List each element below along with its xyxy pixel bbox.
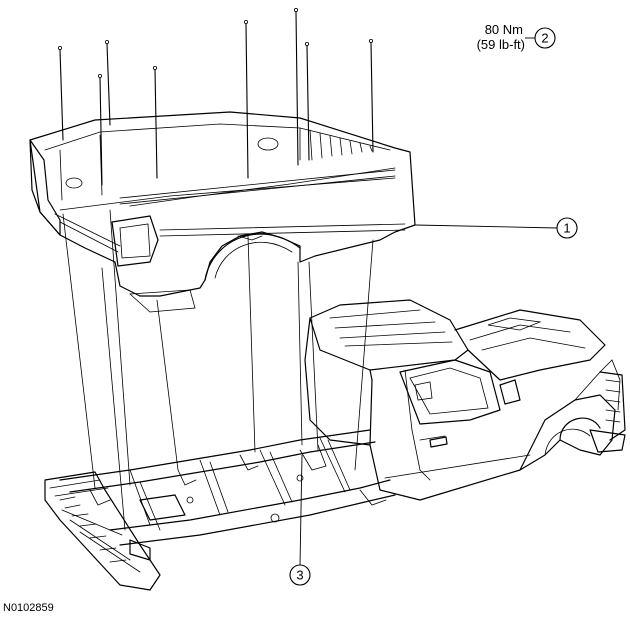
torque-nm: 80 Nm	[485, 22, 523, 37]
bolt	[304, 42, 310, 161]
bolt	[58, 46, 64, 141]
bolt-set	[58, 7, 374, 531]
torque-spec: 80 Nm (59 lb-ft)	[477, 22, 525, 52]
figure-id: N0102859	[3, 602, 54, 614]
callout-2-number: 2	[541, 31, 548, 46]
rear-bumper	[44, 471, 161, 591]
pickup-box	[29, 111, 416, 313]
torque-lbft: (59 lb-ft)	[477, 37, 525, 52]
callout-1-number: 1	[563, 221, 570, 236]
bolt	[368, 39, 374, 153]
bolt	[105, 40, 111, 126]
callout-2: 2	[525, 27, 556, 49]
bolt	[243, 19, 249, 179]
bolt	[98, 74, 103, 186]
callout-3: 3	[289, 454, 311, 586]
bolt	[152, 66, 158, 179]
truck-cab	[304, 299, 626, 501]
callout-1: 1	[414, 217, 578, 239]
callout-3-number: 3	[296, 568, 303, 583]
frame-chassis	[59, 429, 396, 561]
bolt	[293, 7, 299, 166]
